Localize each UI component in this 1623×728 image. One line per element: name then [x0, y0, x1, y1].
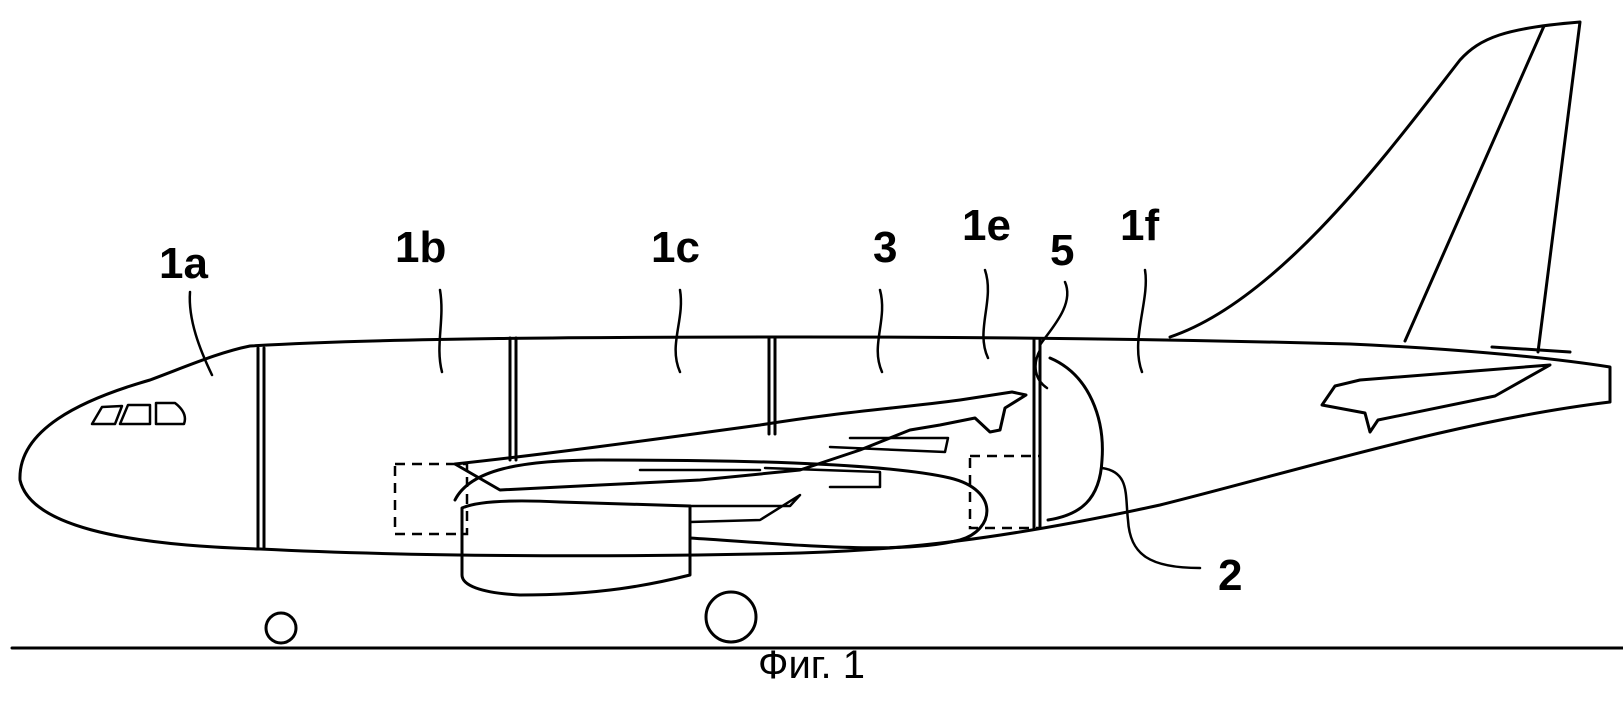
leader-line-1b: [438, 288, 444, 374]
leader-line-3: [876, 288, 884, 374]
label-1a: 1a: [159, 239, 208, 288]
stabilizer-inner-line: [1403, 24, 1572, 354]
label-1e: 1e: [962, 201, 1011, 250]
figure-caption: Фиг. 1: [758, 643, 865, 687]
engine-pylon: [688, 493, 802, 524]
leader-line-1c: [674, 288, 683, 374]
main-wheel: [704, 590, 758, 644]
label-5: 5: [1050, 226, 1074, 275]
engine-nacelle: [460, 499, 692, 597]
leader-line-1a: [188, 290, 214, 377]
leader-line-2: [1100, 466, 1202, 570]
dashed-zone-rear: [968, 454, 1042, 530]
leader-line-5-top: [1038, 280, 1069, 347]
bulkhead-frame-1: [256, 346, 266, 550]
leader-line-5: [1034, 348, 1049, 390]
dashed-zone-front: [393, 462, 469, 536]
nose-wheel: [264, 611, 298, 645]
wing-flap-lines: [638, 436, 950, 489]
engine-nacelle-outline: [453, 458, 989, 550]
fuselage: [18, 335, 1612, 558]
label-2: 2: [1218, 551, 1242, 600]
cockpit-windows: [90, 401, 187, 426]
label-3: 3: [873, 223, 897, 272]
label-1c: 1c: [651, 223, 700, 272]
bulkhead-frame-2: [508, 336, 518, 462]
pressure-bulkhead-dome: [1046, 356, 1104, 522]
vertical-stabilizer: [1168, 20, 1582, 354]
horizontal-stabilizer: [1320, 363, 1552, 434]
wing: [453, 390, 1028, 492]
leader-line-1f: [1136, 268, 1148, 374]
label-1f: 1f: [1120, 201, 1159, 250]
bulkhead-frame-3: [767, 335, 777, 436]
label-1b: 1b: [395, 223, 446, 272]
leader-line-1e: [982, 268, 990, 360]
